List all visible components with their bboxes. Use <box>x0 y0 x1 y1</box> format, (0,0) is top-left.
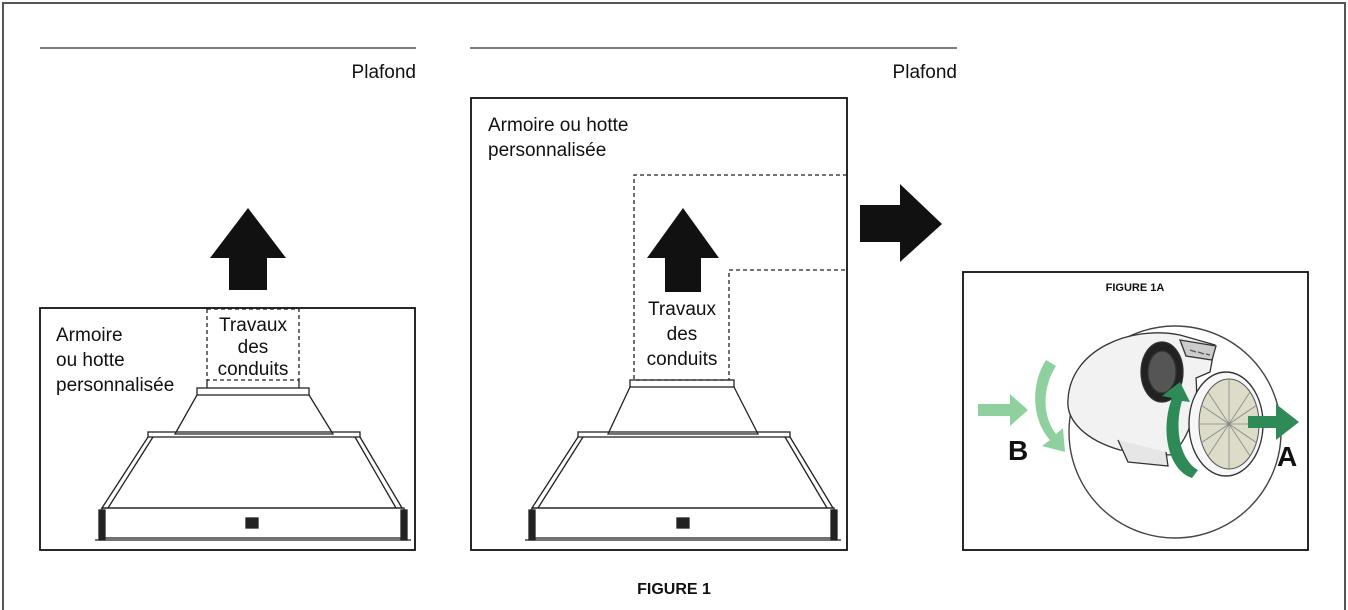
left-duct-outline <box>206 308 300 381</box>
left-duct-label-3: conduits <box>218 359 289 380</box>
middle-range-hood-drawing <box>525 379 841 541</box>
inset-title: FIGURE 1A <box>1106 282 1165 294</box>
left-duct-label-1: Travaux <box>219 315 287 336</box>
middle-duct-label-1: Travaux <box>648 299 716 320</box>
left-hood-label-3: personnalisée <box>56 375 174 396</box>
arrow-b-insert <box>978 394 1028 426</box>
left-ceiling-label: Plafond <box>352 62 416 83</box>
left-range-hood-drawing <box>95 380 411 541</box>
inset-figure-1a: FIGURE 1A B A <box>962 271 1309 551</box>
left-airflow-up-arrow <box>210 208 286 290</box>
left-hood-label-2: ou hotte <box>56 350 125 371</box>
middle-enclosure-box <box>470 97 848 551</box>
left-panel: Plafond Armoire ou hotte personnalisée T… <box>39 47 416 551</box>
arrow-a-remove-filter <box>1248 404 1299 440</box>
figure-caption: FIGURE 1 <box>637 581 711 598</box>
middle-hood-label-1: Armoire ou hotte <box>488 115 628 136</box>
middle-panel: Plafond Armoire ou hotte personnalisée T… <box>470 47 957 551</box>
middle-hood-label-2: personnalisée <box>488 140 606 161</box>
filter-disc <box>1188 371 1264 477</box>
left-enclosure-box <box>39 307 416 551</box>
transition-right-arrow <box>860 184 942 262</box>
label-b: B <box>1008 435 1028 466</box>
rotation-arrow-dark <box>1162 382 1198 478</box>
left-hood-label-1: Armoire <box>56 325 123 346</box>
label-a: A <box>1277 441 1297 472</box>
middle-duct-label-2: des <box>667 324 698 345</box>
middle-duct-label-3: conduits <box>647 349 718 370</box>
middle-ceiling-label: Plafond <box>893 62 957 83</box>
rotation-arrow-light <box>1035 360 1065 452</box>
middle-airflow-up-arrow <box>647 208 719 292</box>
left-duct-label-2: des <box>238 337 269 358</box>
